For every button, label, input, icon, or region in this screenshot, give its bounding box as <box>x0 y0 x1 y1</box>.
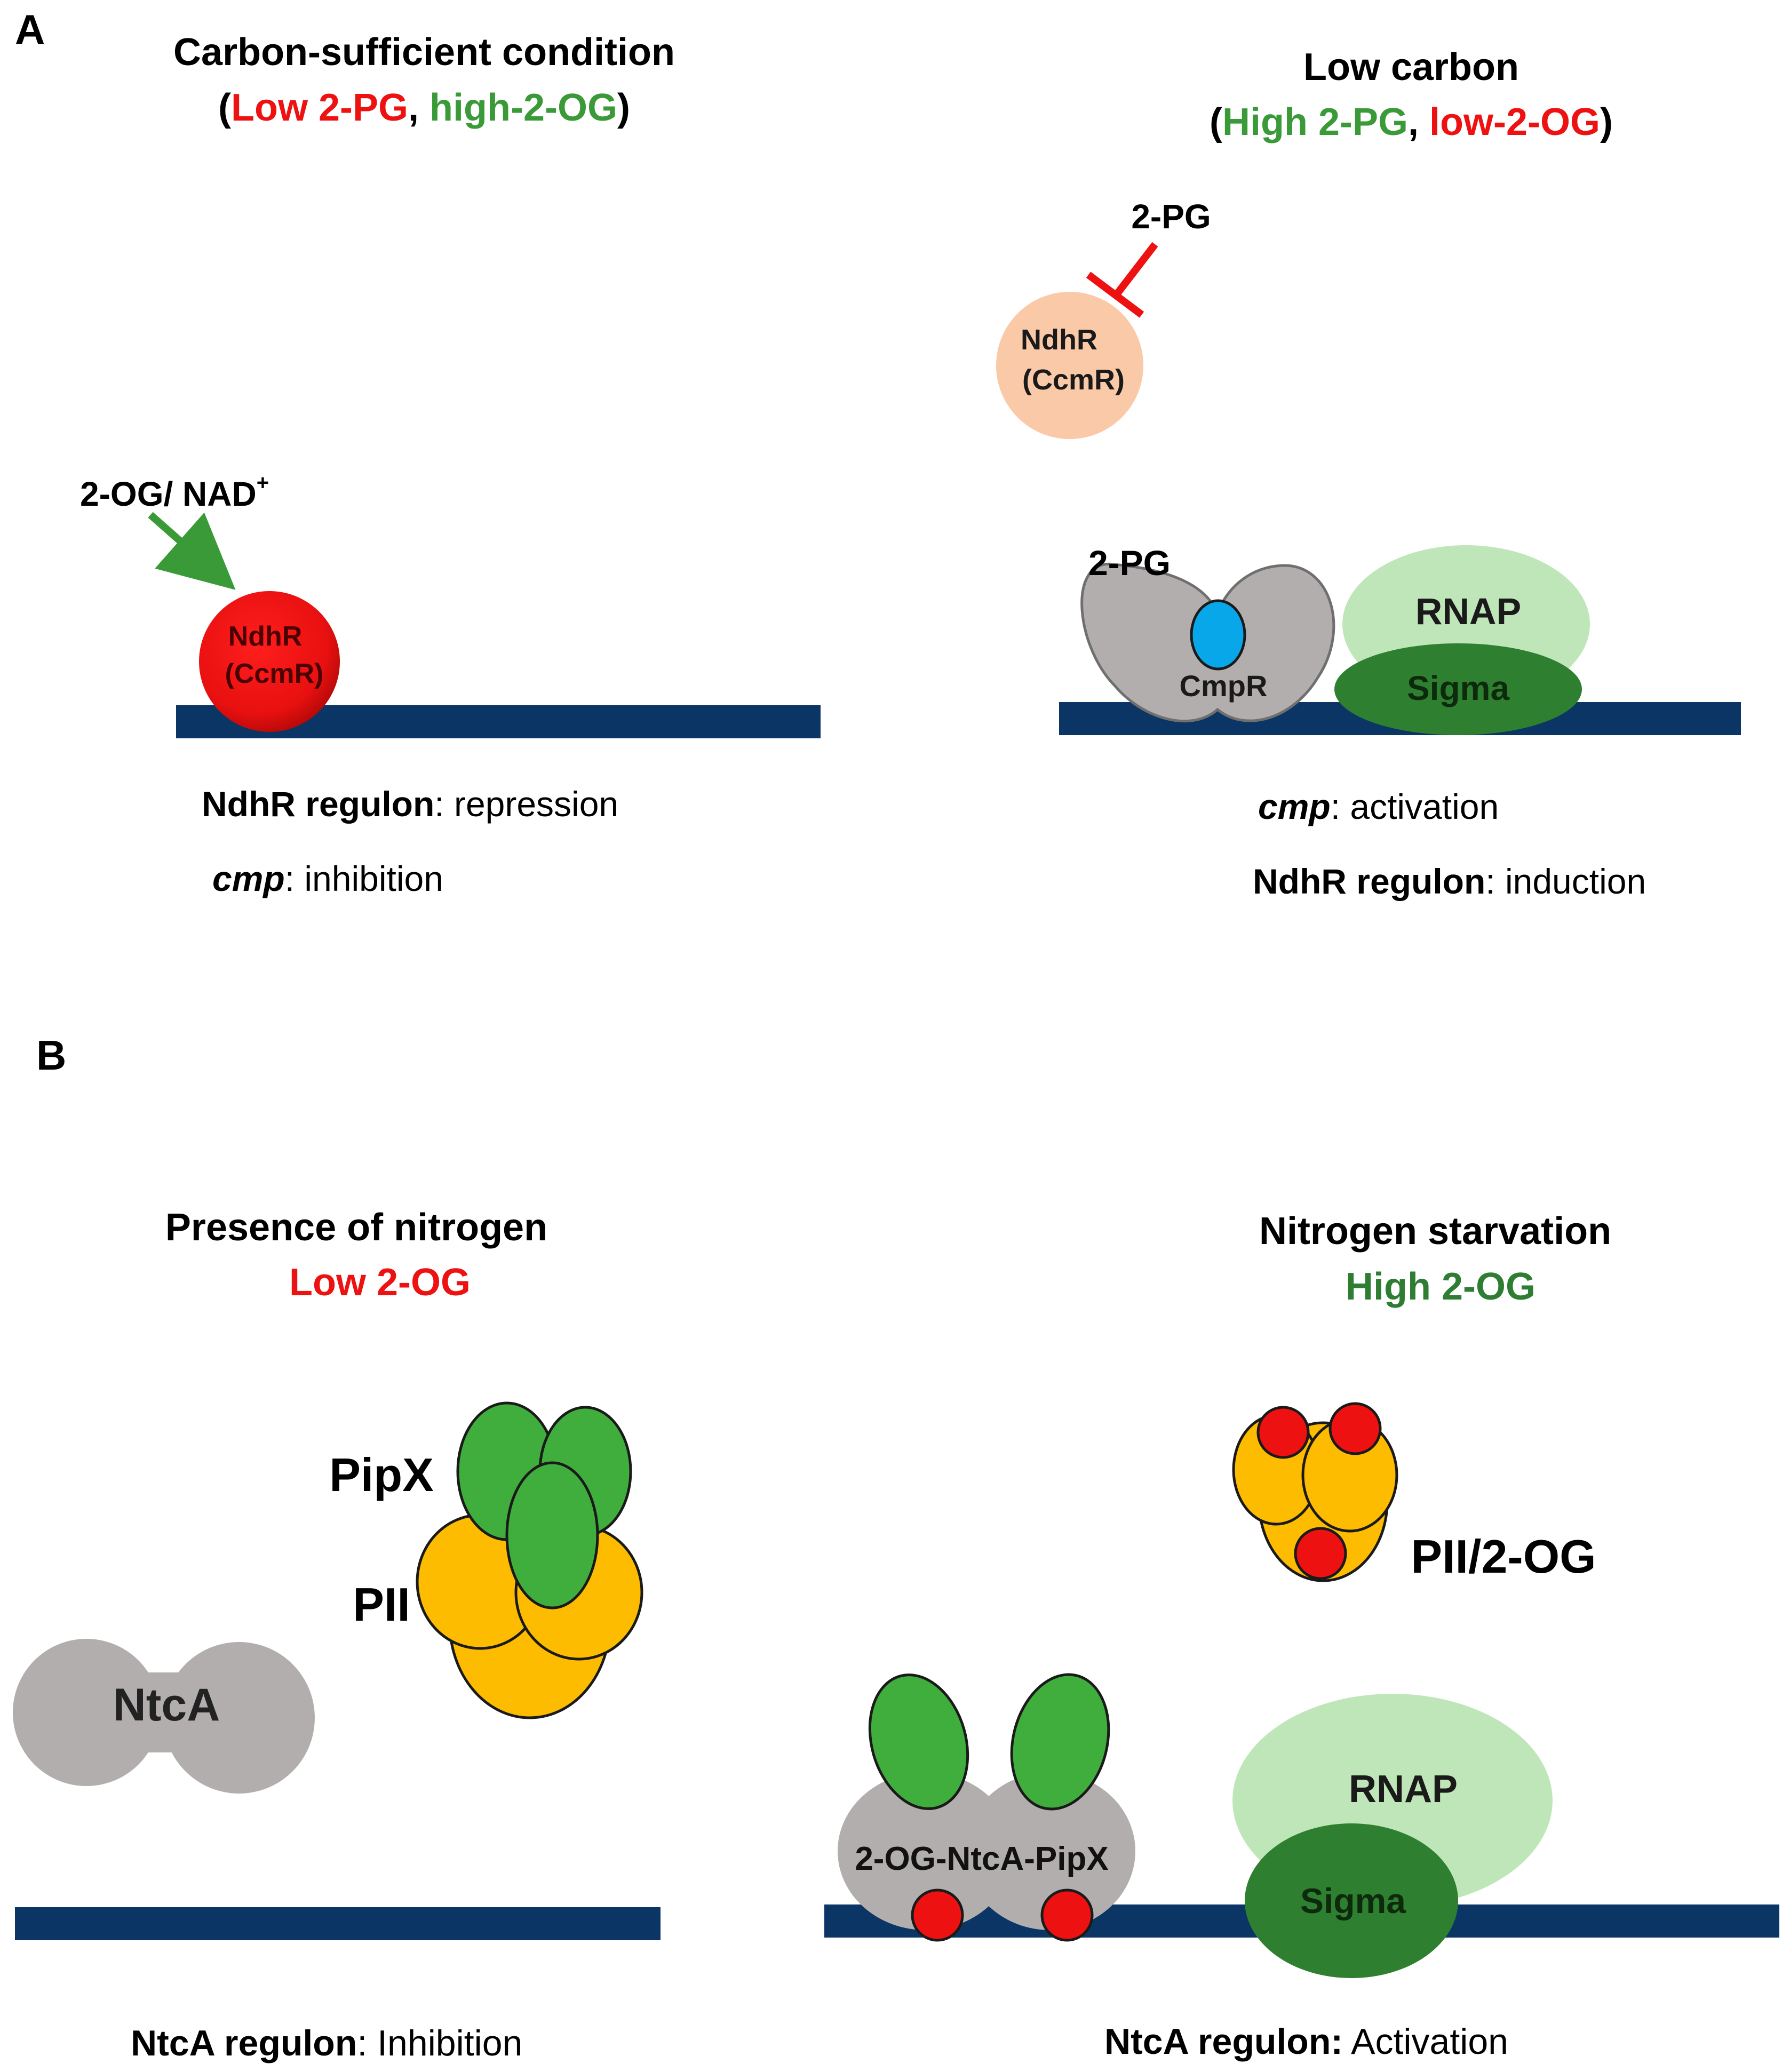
dna-strand-b-left <box>15 1907 661 1940</box>
2og-molecule-2 <box>1328 1402 1382 1455</box>
cmp-activation-caption: cmp: activation <box>1258 787 1499 826</box>
ntca-regulon-activation-caption: NtcA regulon: Activation <box>1104 2021 1508 2062</box>
ndhr-bound-label-2: (CcmR) <box>225 658 324 689</box>
panel-b-label: B <box>36 1032 66 1079</box>
nitrogen-starvation-subtitle: High 2-OG <box>1346 1265 1536 1308</box>
sigma-a-label: Sigma <box>1407 669 1509 707</box>
2og-bound-2 <box>1040 1888 1094 1942</box>
inhibitor-2pg-label: 2-PG <box>1131 197 1211 236</box>
ndhr-regulon-induction-caption: NdhR regulon: induction <box>1253 862 1646 901</box>
nitrogen-presence-title: Presence of nitrogen <box>165 1206 547 1249</box>
sigma-b-label: Sigma <box>1300 1881 1406 1920</box>
nitrogen-presence-subtitle: Low 2-OG <box>289 1261 471 1304</box>
ntca-regulon-inhibition-caption: NtcA regulon: Inhibition <box>131 2023 522 2063</box>
ndhr-repressor-bound <box>199 591 340 732</box>
2og-molecule-1 <box>1256 1406 1310 1459</box>
panel-a-label: A <box>15 6 45 53</box>
inhibition-bar <box>1086 272 1144 318</box>
2og-molecule-3 <box>1294 1527 1347 1580</box>
carbon-sufficient-title: Carbon-sufficient condition <box>173 31 675 74</box>
ndhr-free-label-2: (CcmR) <box>1022 364 1125 396</box>
effector-label: 2-OG/ NAD+ <box>80 471 269 513</box>
ndhr-bound-label-1: NdhR <box>228 621 303 652</box>
ndhr-free <box>996 292 1143 439</box>
ntca-pipx-complex-label: 2-OG-NtcA-PipX <box>855 1840 1108 1877</box>
pipx-subunit-3 <box>505 1461 599 1609</box>
nitrogen-starvation-title: Nitrogen starvation <box>1259 1210 1611 1253</box>
2og-bound-1 <box>911 1888 964 1942</box>
pipx-bound-1 <box>868 1673 969 1810</box>
inhibition-line <box>1113 242 1158 298</box>
rnap-b-label: RNAP <box>1349 1768 1458 1811</box>
ntca-active-lobe-left <box>838 1772 1014 1930</box>
pii-label: PII <box>353 1578 410 1631</box>
low-carbon-title: Low carbon <box>1303 46 1519 89</box>
cmp-inhibition-caption: cmp: inhibition <box>212 859 443 898</box>
cmpr-label: CmpR <box>1180 669 1268 703</box>
sigma-a <box>1334 643 1582 735</box>
carbon-sufficient-subtitle: (Low 2-PG, high-2-OG) <box>218 86 630 129</box>
ndhr-free-label-1: NdhR <box>1021 324 1097 356</box>
rnap-a-label: RNAP <box>1415 591 1521 632</box>
ntca-label: NtcA <box>113 1679 220 1731</box>
low-carbon-subtitle: (High 2-PG, low-2-OG) <box>1210 101 1613 144</box>
bound-2pg-ligand <box>1190 599 1246 671</box>
ntca-active-lobe-right <box>965 1772 1135 1930</box>
ntca-body <box>86 1672 239 1752</box>
activation-arrow <box>148 512 236 590</box>
pipx-label: PipX <box>329 1448 434 1501</box>
ndhr-regulon-repression-caption: NdhR regulon: repression <box>202 784 618 824</box>
pii-2og-label: PII/2-OG <box>1411 1530 1596 1583</box>
sigma-b <box>1245 1823 1458 1978</box>
ligand-2pg-label: 2-PG <box>1088 543 1171 583</box>
pipx-bound-2 <box>1010 1673 1110 1811</box>
